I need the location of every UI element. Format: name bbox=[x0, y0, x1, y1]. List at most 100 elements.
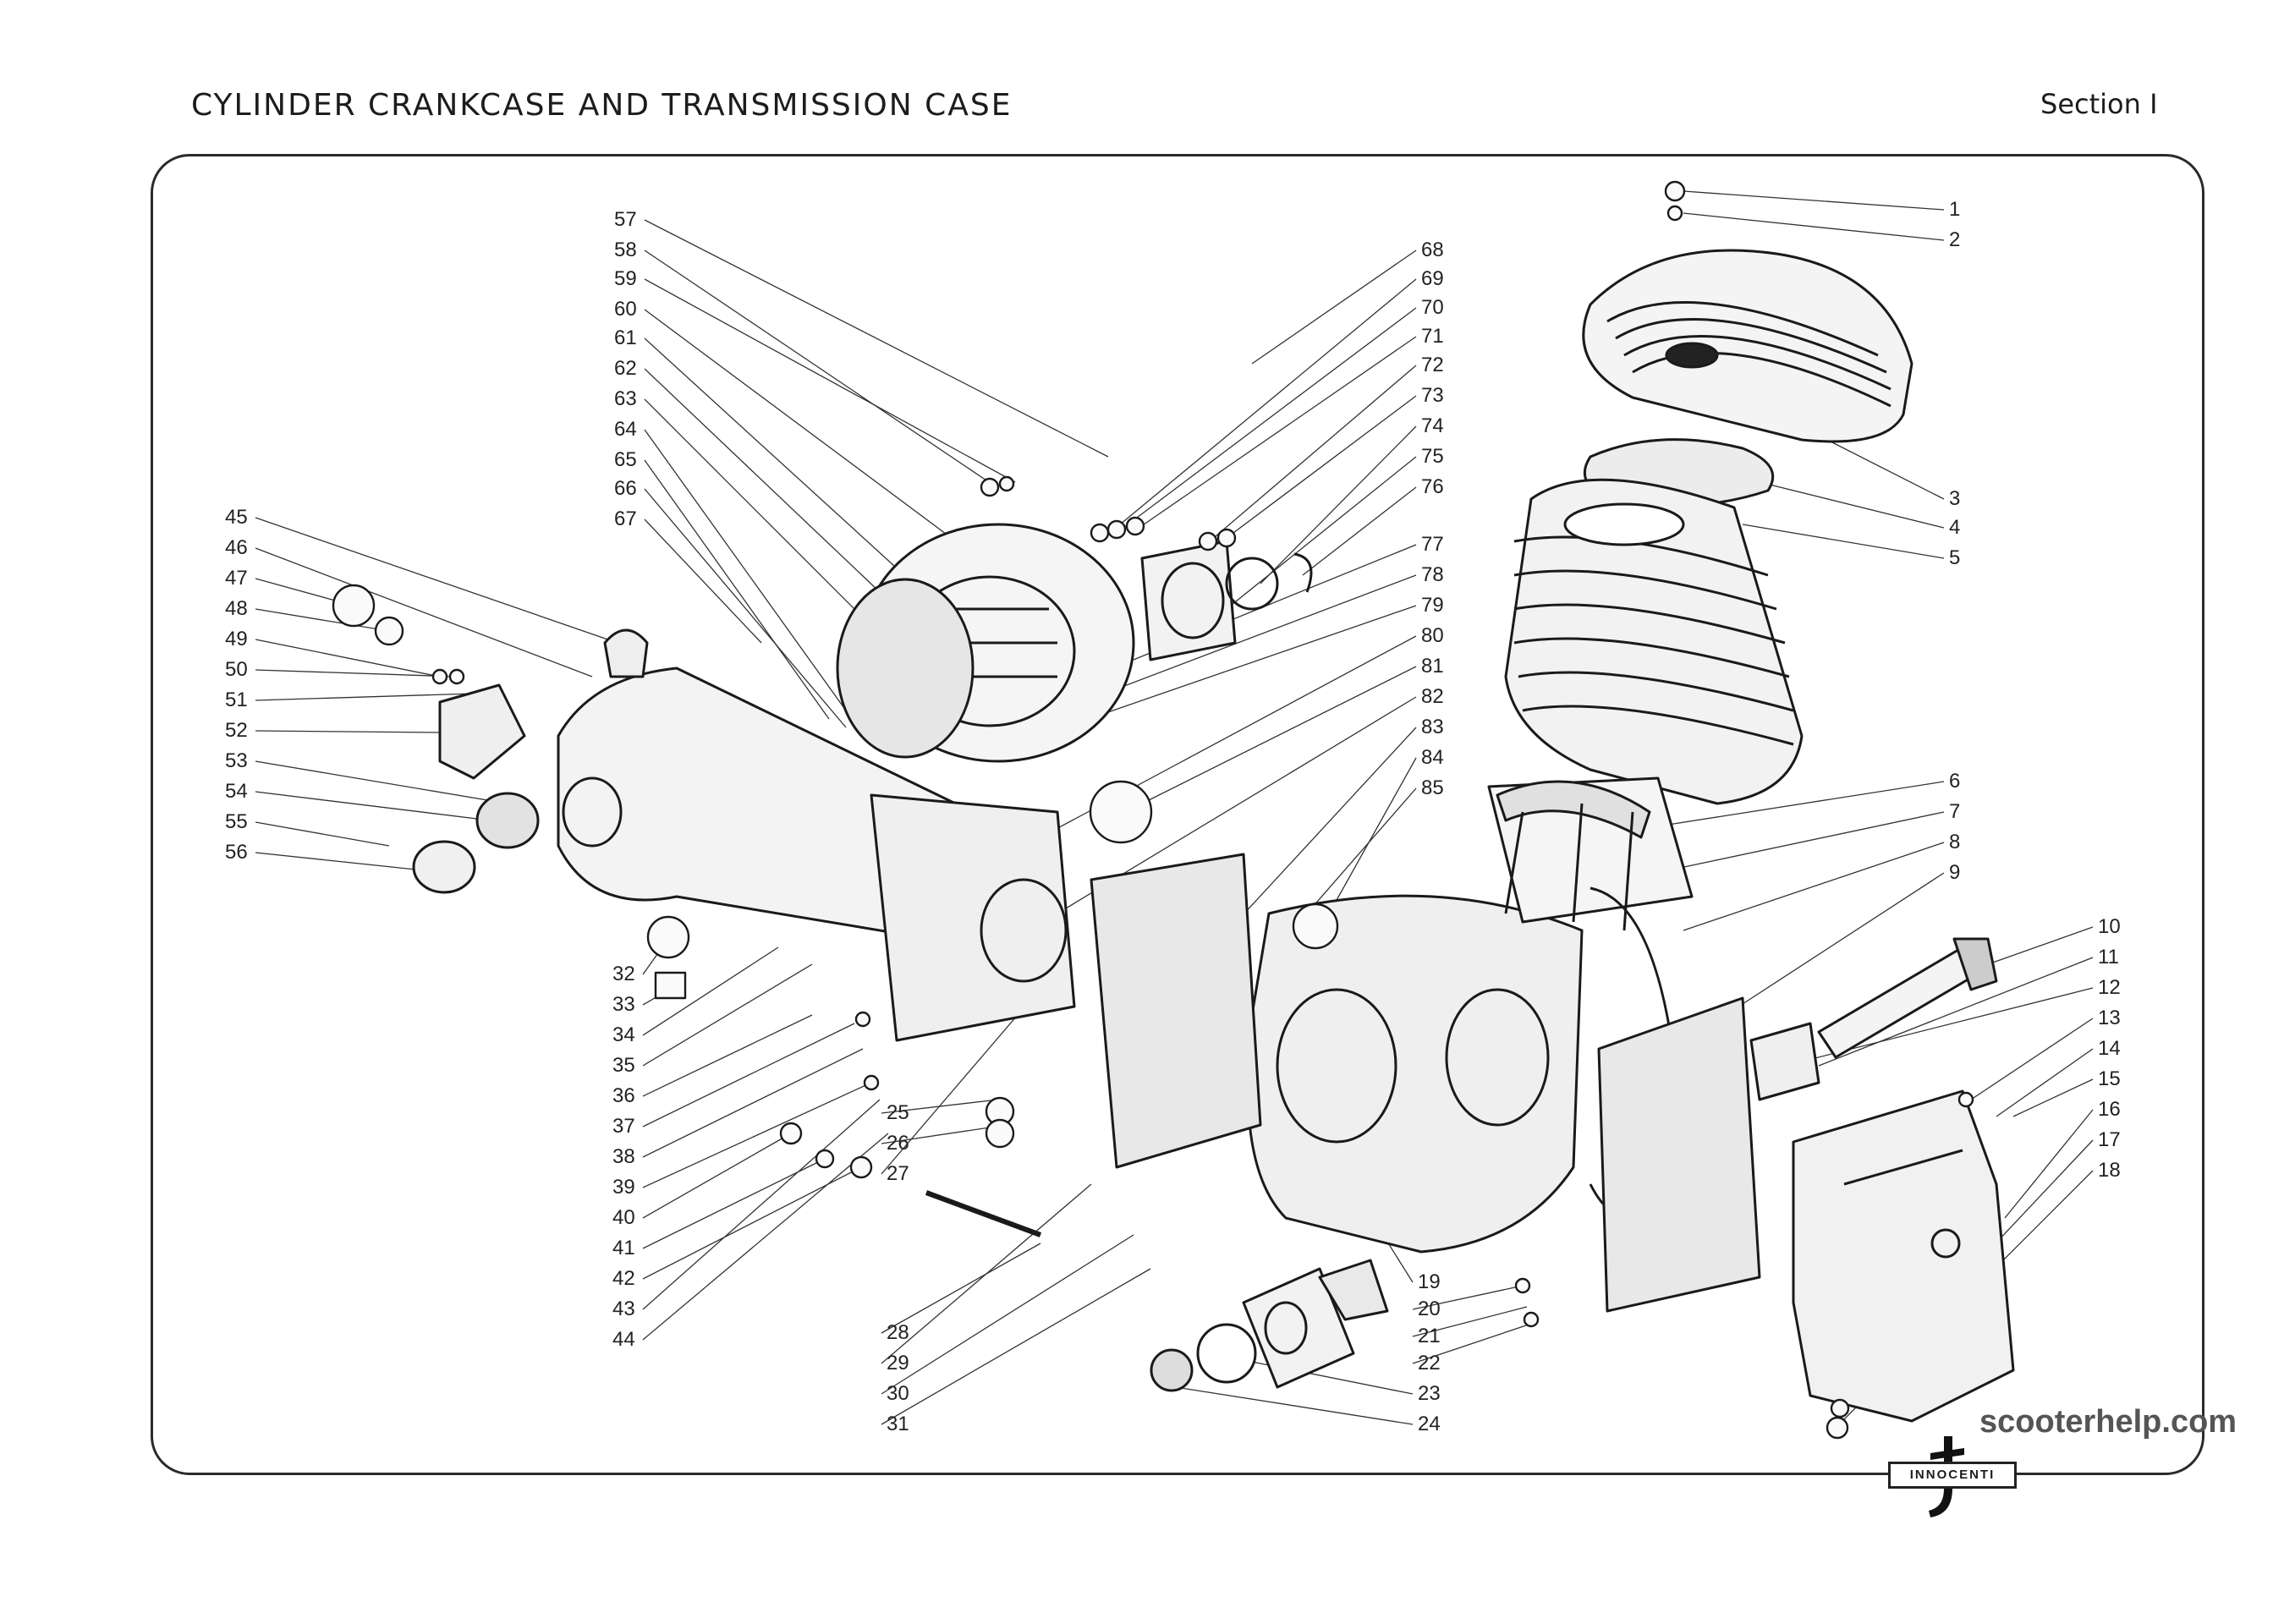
callout-label-20: 20 bbox=[1418, 1298, 1441, 1320]
callout-label-37: 37 bbox=[612, 1115, 635, 1138]
leader-line-9 bbox=[1725, 872, 1945, 1016]
leader-line-69 bbox=[1099, 278, 1417, 542]
callout-label-31: 31 bbox=[887, 1413, 909, 1435]
leader-line-60 bbox=[644, 309, 957, 542]
leader-line-61 bbox=[644, 337, 914, 584]
crankcase-gasket-part bbox=[1090, 853, 1262, 1169]
callout-label-2: 2 bbox=[1949, 228, 1961, 251]
callout-label-78: 78 bbox=[1421, 563, 1444, 586]
callout-label-70: 70 bbox=[1421, 296, 1444, 319]
callout-label-13: 13 bbox=[2098, 1007, 2121, 1029]
leader-line-35 bbox=[642, 963, 813, 1067]
callout-label-14: 14 bbox=[2098, 1037, 2121, 1060]
callout-label-76: 76 bbox=[1421, 475, 1444, 498]
brand-badge: INNOCENTI bbox=[1888, 1462, 2017, 1489]
leader-line-27 bbox=[881, 997, 1033, 1175]
leader-line-24 bbox=[1175, 1386, 1414, 1425]
callout-label-46: 46 bbox=[225, 536, 248, 559]
leader-line-14 bbox=[1996, 1048, 2094, 1117]
leader-line-62 bbox=[644, 368, 881, 593]
callout-label-17: 17 bbox=[2098, 1128, 2121, 1151]
callout-label-34: 34 bbox=[612, 1023, 635, 1046]
callout-label-12: 12 bbox=[2098, 976, 2121, 999]
leader-lines bbox=[255, 190, 2094, 1427]
callout-label-35: 35 bbox=[612, 1054, 635, 1077]
callout-label-36: 36 bbox=[612, 1084, 635, 1107]
callout-label-57: 57 bbox=[614, 208, 637, 231]
callout-label-22: 22 bbox=[1418, 1352, 1441, 1374]
leader-line-11 bbox=[1818, 957, 2094, 1067]
leader-line-57 bbox=[644, 219, 1109, 458]
leader-line-6 bbox=[1640, 781, 1945, 830]
callout-label-41: 41 bbox=[612, 1237, 635, 1259]
callout-label-25: 25 bbox=[887, 1101, 909, 1124]
leader-line-38 bbox=[642, 1048, 864, 1158]
callout-label-29: 29 bbox=[887, 1352, 909, 1374]
callout-label-66: 66 bbox=[614, 477, 637, 500]
leader-line-10 bbox=[1987, 926, 2094, 965]
callout-label-58: 58 bbox=[614, 239, 637, 261]
flywheel-gasket-part bbox=[836, 578, 975, 759]
callout-label-69: 69 bbox=[1421, 267, 1444, 290]
callout-label-73: 73 bbox=[1421, 384, 1444, 407]
flange-part bbox=[438, 683, 526, 780]
rubber-bush-part bbox=[1150, 1259, 1389, 1392]
callout-label-83: 83 bbox=[1421, 716, 1444, 738]
callout-label-6: 6 bbox=[1949, 770, 1961, 793]
leader-line-43 bbox=[642, 1099, 881, 1310]
leader-line-59 bbox=[644, 278, 1016, 483]
leader-line-56 bbox=[255, 852, 432, 872]
callout-label-80: 80 bbox=[1421, 624, 1444, 647]
callout-label-81: 81 bbox=[1421, 655, 1444, 678]
callout-label-65: 65 bbox=[614, 448, 637, 471]
leader-line-15 bbox=[2012, 1078, 2094, 1117]
callout-label-4: 4 bbox=[1949, 516, 1961, 539]
cylinder-head-part bbox=[1582, 249, 1913, 443]
callout-label-55: 55 bbox=[225, 810, 248, 833]
leader-line-37 bbox=[642, 1023, 855, 1127]
fastener-parts bbox=[332, 180, 1974, 1440]
callout-label-68: 68 bbox=[1421, 239, 1444, 261]
base-gasket-part bbox=[1496, 780, 1651, 839]
leader-line-8 bbox=[1683, 842, 1945, 931]
leader-line-68 bbox=[1251, 250, 1417, 365]
leader-line-70 bbox=[1116, 307, 1417, 534]
leader-line-41 bbox=[642, 1158, 826, 1249]
leader-line-20 bbox=[1412, 1285, 1524, 1310]
callout-label-77: 77 bbox=[1421, 533, 1444, 556]
callout-label-79: 79 bbox=[1421, 594, 1444, 617]
callout-label-30: 30 bbox=[887, 1382, 909, 1405]
callout-label-28: 28 bbox=[887, 1321, 909, 1344]
callout-label-5: 5 bbox=[1949, 546, 1961, 569]
leader-line-65 bbox=[644, 459, 830, 720]
callout-label-75: 75 bbox=[1421, 445, 1444, 468]
leader-line-39 bbox=[642, 1082, 872, 1188]
callout-label-40: 40 bbox=[612, 1206, 635, 1229]
callout-label-44: 44 bbox=[612, 1328, 635, 1351]
leader-line-4 bbox=[1759, 481, 1945, 529]
callout-label-26: 26 bbox=[887, 1132, 909, 1155]
leader-line-22 bbox=[1412, 1323, 1532, 1364]
long-stud-part bbox=[925, 1190, 1042, 1237]
leader-line-52 bbox=[255, 730, 441, 733]
callout-label-10: 10 bbox=[2098, 915, 2121, 938]
callout-label-71: 71 bbox=[1421, 325, 1444, 348]
leader-line-66 bbox=[644, 488, 847, 728]
callout-label-52: 52 bbox=[225, 719, 248, 742]
leader-line-28 bbox=[881, 1243, 1041, 1334]
callout-label-64: 64 bbox=[614, 418, 637, 441]
callout-label-61: 61 bbox=[614, 326, 637, 349]
callout-label-43: 43 bbox=[612, 1298, 635, 1320]
leader-line-5 bbox=[1742, 524, 1945, 559]
callout-label-85: 85 bbox=[1421, 776, 1444, 799]
callout-label-11: 11 bbox=[2098, 946, 2119, 968]
silent-block-part bbox=[1749, 1022, 1820, 1101]
leader-line-36 bbox=[642, 1014, 813, 1097]
callout-label-49: 49 bbox=[225, 628, 248, 650]
callout-label-56: 56 bbox=[225, 841, 248, 864]
callout-label-59: 59 bbox=[614, 267, 637, 290]
callout-label-51: 51 bbox=[225, 689, 248, 711]
callout-label-18: 18 bbox=[2098, 1159, 2121, 1182]
callout-label-16: 16 bbox=[2098, 1098, 2121, 1121]
